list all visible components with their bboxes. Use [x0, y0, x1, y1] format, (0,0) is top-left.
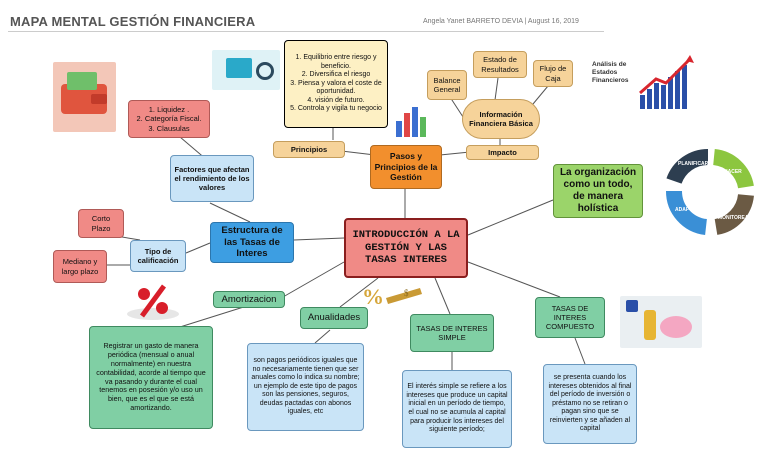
central-topic[interactable]: INTRODUCCIÓN A LA GESTIÓN Y LAS TASAS IN…	[344, 218, 468, 278]
cycle-segment-planificar	[666, 148, 709, 185]
anualidades-desc: son pagos periódicos iguales que no nece…	[247, 343, 364, 431]
estructura-label: Estructura de las Tasas de Interes	[221, 225, 283, 260]
impacto-label: Impacto	[488, 147, 517, 157]
wallet-icon	[53, 62, 116, 132]
central-topic-label: INTRODUCCIÓN A LA GESTIÓN Y LAS TASAS IN…	[352, 228, 460, 267]
compuesto-desc: se presenta cuando los intereses obtenid…	[543, 364, 637, 444]
simple-desc: El interés simple se refiere a los inter…	[402, 370, 512, 448]
gold-dollar-icon: % $	[362, 284, 422, 309]
piggy-bank-icon	[620, 296, 702, 348]
compuesto-desc-text: se presenta cuando los intereses obtenid…	[548, 374, 632, 433]
analisis-caption: Análisis de Estados Financieros	[592, 61, 629, 84]
principios-node[interactable]: Principios	[273, 141, 345, 158]
cycle-segment-monitorear	[714, 193, 754, 235]
factores-list: 1. Liquidez . 2. Categoría Fiscal. 3. Cl…	[128, 100, 210, 138]
organizacion-label: La organización como un todo, de manera …	[559, 166, 637, 215]
flujo-node[interactable]: Flujo de Caja	[533, 60, 573, 87]
compuesto-node[interactable]: TASAS DE INTERES COMPUESTO	[535, 297, 605, 338]
corto-plazo-node[interactable]: Corto Plazo	[78, 209, 124, 238]
simple-desc-text: El interés simple se refiere a los inter…	[406, 383, 508, 434]
estado-node[interactable]: Estado de Resultados	[473, 51, 527, 78]
compuesto-label: TASAS DE INTERES COMPUESTO	[545, 303, 595, 332]
impacto-node[interactable]: Impacto	[466, 145, 539, 160]
page-title: MAPA MENTAL GESTIÓN FINANCIERA	[10, 14, 256, 29]
svg-text:%: %	[362, 284, 384, 309]
simple-node[interactable]: TASAS DE INTERES SIMPLE	[410, 314, 494, 352]
info-basica-label: Información Financiera Básica	[469, 109, 533, 128]
tipo-calificacion-label: Tipo de calificación	[137, 246, 179, 265]
simple-label: TASAS DE INTERES SIMPLE	[416, 323, 488, 342]
anualidades-node[interactable]: Anualidades	[300, 307, 368, 329]
author-date: Angela Yanet BARRETO DEVIA | August 16, …	[423, 18, 579, 25]
factores-list-text: 1. Liquidez . 2. Categoría Fiscal. 3. Cl…	[136, 105, 202, 133]
principios-label: Principios	[290, 144, 328, 154]
cycle-label-adaptar: ADAPTAR	[675, 207, 699, 213]
balance-node[interactable]: Balance General	[427, 70, 467, 100]
balance-label: Balance General	[433, 75, 461, 94]
cycle-label-hacer: HACER	[724, 169, 742, 175]
pasos-node[interactable]: Pasos y Principios de la Gestión	[370, 145, 442, 189]
principios-list: 1. Equilibrio entre riesgo y beneficio. …	[284, 40, 388, 128]
flujo-label: Flujo de Caja	[539, 64, 567, 83]
estructura-node[interactable]: Estructura de las Tasas de Interes	[210, 222, 294, 263]
mediano-plazo-label: Mediano y largo plazo	[61, 257, 99, 276]
mediano-plazo-node[interactable]: Mediano y largo plazo	[53, 250, 107, 283]
principios-list-text: 1. Equilibrio entre riesgo y beneficio. …	[290, 54, 382, 113]
svg-text:$: $	[404, 288, 409, 298]
amortizacion-desc-text: Registrar un gasto de manera periódica (…	[96, 341, 206, 412]
analytics-icon	[212, 50, 280, 90]
pasos-label: Pasos y Principios de la Gestión	[374, 151, 438, 183]
amortizacion-node[interactable]: Amortizacion	[213, 291, 285, 308]
cycle-label-monitorear: MONITOREAR	[718, 215, 752, 221]
factores-label: Factores que afectan el rendimiento de l…	[174, 164, 250, 193]
amortizacion-desc: Registrar un gasto de manera periódica (…	[89, 326, 213, 429]
amortizacion-label: Amortizacion	[221, 293, 277, 305]
organizacion-node[interactable]: La organización como un todo, de manera …	[553, 164, 643, 218]
header-divider	[8, 31, 604, 32]
corto-plazo-label: Corto Plazo	[91, 214, 111, 233]
rising-chart-icon	[639, 55, 694, 109]
finance-bars-icon	[392, 103, 428, 139]
anualidades-label: Anualidades	[307, 312, 361, 324]
cycle-label-planificar: PLANIFICAR	[678, 161, 709, 167]
cycle-segment-adaptar	[665, 190, 708, 235]
anualidades-desc-text: son pagos periódicos iguales que no nece…	[251, 357, 360, 416]
cycle-segment-hacer	[712, 149, 754, 189]
cycle-diagram: PLANIFICAR HACER MONITOREAR ADAPTAR	[665, 148, 754, 235]
factores-node[interactable]: Factores que afectan el rendimiento de l…	[170, 155, 254, 202]
info-basica-node[interactable]: Información Financiera Básica	[462, 99, 540, 139]
estado-label: Estado de Resultados	[481, 55, 519, 74]
tipo-calificacion-node[interactable]: Tipo de calificación	[130, 240, 186, 272]
percent-sign-icon	[127, 284, 179, 320]
